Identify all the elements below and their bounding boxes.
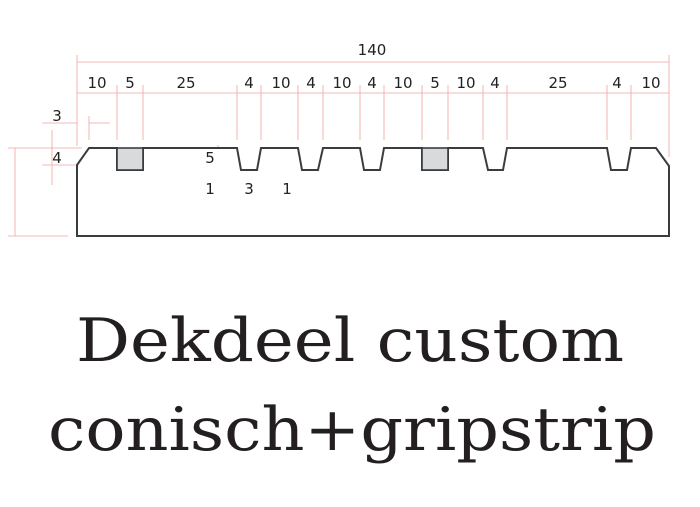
groove-slope-left-label: 1 (205, 180, 215, 198)
groove-depth-label: 5 (205, 149, 215, 167)
segment-label: 25 (548, 74, 567, 92)
segment-label: 10 (271, 74, 290, 92)
gripstrip-right (421, 147, 449, 171)
segment-label: 5 (430, 74, 440, 92)
chamfer-height-label: 4 (52, 149, 62, 167)
segment-label: 4 (306, 74, 316, 92)
deck-board-profile (76, 147, 670, 237)
segment-label: 5 (125, 74, 135, 92)
groove-slope-right-label: 1 (282, 180, 292, 198)
gripstrip-left (116, 147, 144, 171)
segment-label: 10 (393, 74, 412, 92)
title-line-1: Dekdeel custom (76, 306, 624, 376)
chamfer-width-label: 3 (52, 107, 62, 125)
segment-labels: 10 5 25 4 10 4 10 4 10 5 10 4 25 4 10 (87, 74, 660, 92)
segment-label: 10 (87, 74, 106, 92)
segment-label: 10 (456, 74, 475, 92)
segment-label: 10 (332, 74, 351, 92)
segment-label: 4 (490, 74, 500, 92)
segment-label: 4 (367, 74, 377, 92)
total-width-label: 140 (358, 41, 387, 59)
segment-label: 4 (612, 74, 622, 92)
groove-bottom-label: 3 (244, 180, 254, 198)
segment-label: 10 (641, 74, 660, 92)
title-line-2: conisch+gripstrip (48, 395, 656, 465)
segment-label: 25 (176, 74, 195, 92)
segment-label: 4 (244, 74, 254, 92)
